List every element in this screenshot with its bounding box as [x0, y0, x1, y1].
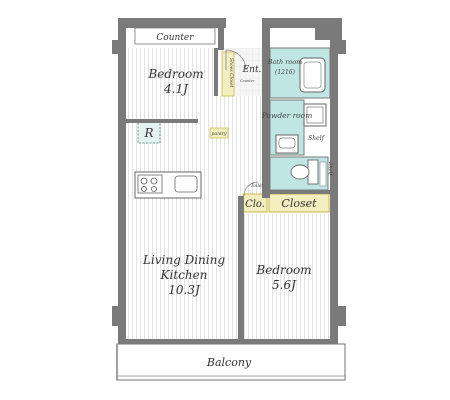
shoes-closet — [221, 51, 235, 97]
bath-room-label: Bath room — [267, 58, 303, 66]
shoes-closet-label: Shoes Closet — [228, 58, 234, 88]
counter-small-label: Counter — [240, 79, 255, 83]
counter-label: Counter — [156, 33, 194, 43]
refrigerator-label: R — [143, 126, 153, 140]
balcony-label: Balcony — [206, 356, 252, 369]
ldk-label-line1: Living Dining — [142, 253, 225, 267]
ent-label: Ent. — [242, 65, 262, 75]
bathtub — [299, 57, 326, 93]
clo-label: Clo. — [245, 199, 265, 210]
toilet — [290, 159, 319, 185]
pantry — [209, 127, 229, 139]
bedroom-large-size: 5.6J — [272, 278, 297, 292]
toilet-side-label: Toilet — [251, 183, 264, 189]
ldk-label-line2: Kitchen — [160, 268, 208, 282]
walls — [112, 18, 346, 344]
bedroom-small-floor — [126, 48, 218, 123]
bedroom-large-name: Bedroom — [255, 263, 311, 277]
balcony — [116, 343, 346, 381]
powder-room-label: Powder room — [261, 111, 313, 120]
bedroom-small-name: Bedroom — [147, 67, 203, 81]
bedroom-large-floor — [244, 214, 330, 339]
bedroom-small-size: 4.1J — [163, 82, 189, 96]
corridor-floor — [218, 96, 264, 196]
shelf-vertical-label: Shelf — [327, 162, 333, 176]
pantry-label: pantry — [212, 131, 227, 137]
shelf-right-label: Shelf — [308, 135, 325, 142]
bath-size-label: (1216) — [275, 69, 296, 76]
door-marks — [225, 49, 259, 197]
closet-label: Closet — [281, 197, 317, 210]
toilet-shelf — [319, 161, 327, 187]
kitchen-counter — [134, 171, 202, 199]
wash-basin — [275, 134, 299, 154]
ldk-size: 10.3J — [168, 283, 201, 297]
washing-machine — [303, 103, 327, 127]
